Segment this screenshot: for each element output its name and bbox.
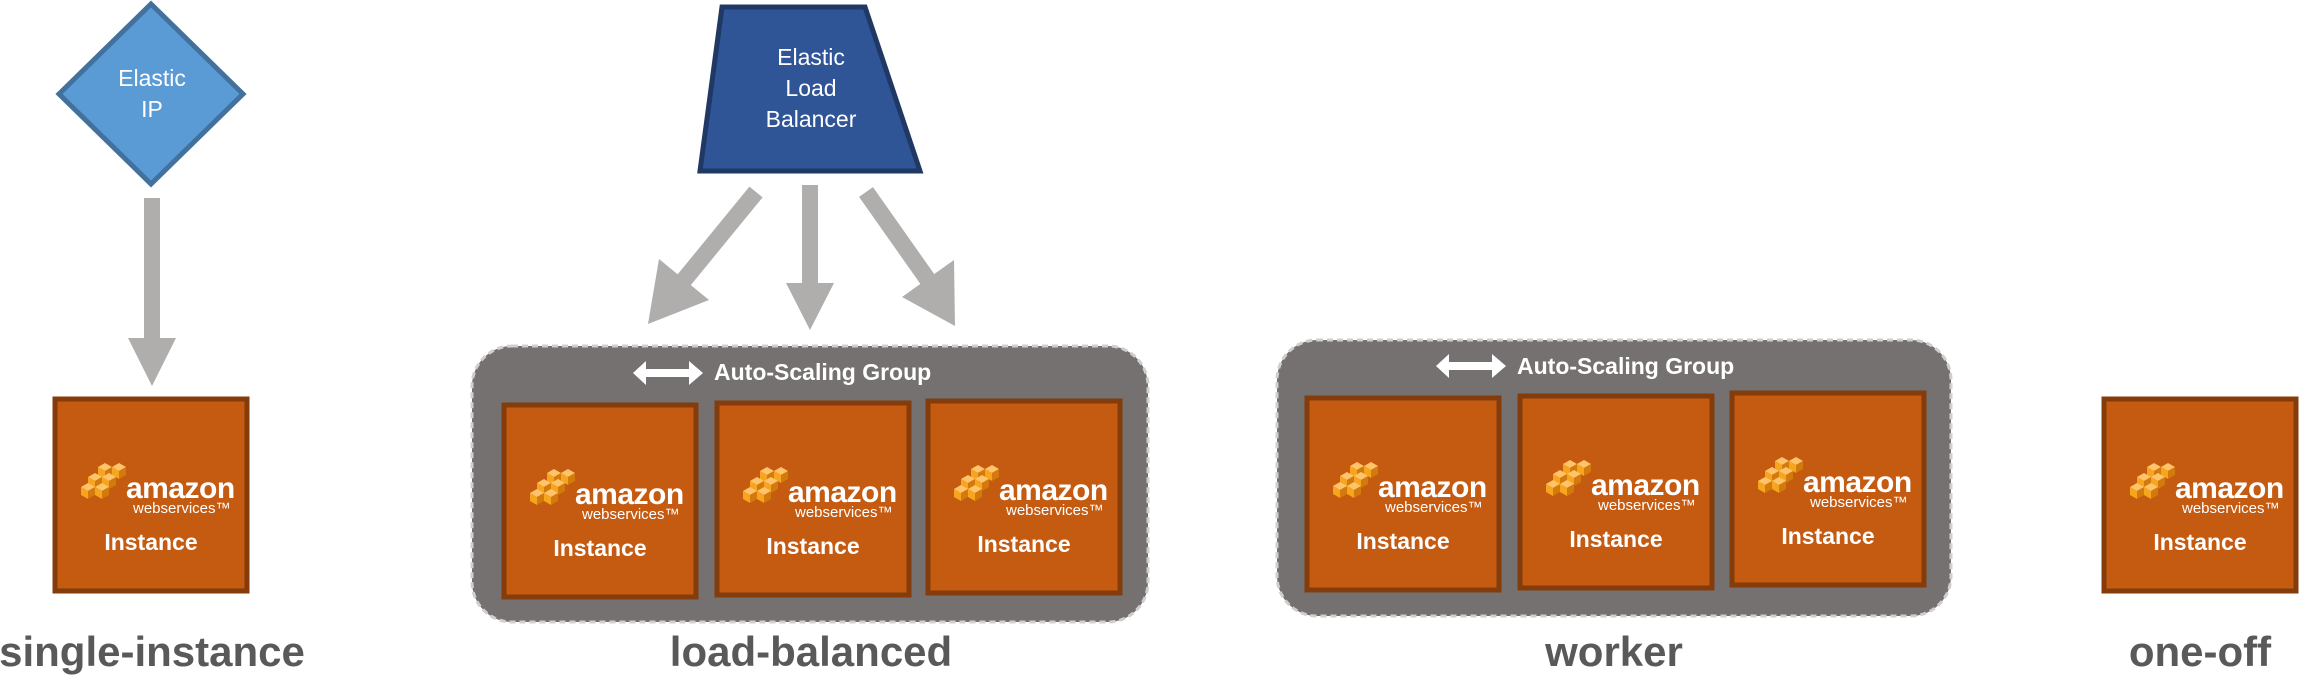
- aws-logo-word: amazon: [575, 478, 684, 511]
- worker-instance-2[interactable]: amazon webservices™ Instance: [1520, 396, 1712, 588]
- single-instance-tier: Elastic IP amazon webservices™ Instance …: [0, 0, 305, 675]
- aws-logo-sub: webservices™: [132, 500, 231, 517]
- double-arrow-icon: [633, 361, 703, 385]
- elastic-load-balancer-node[interactable]: Elastic Load Balancer: [697, 4, 924, 174]
- lb-instance-1[interactable]: amazon webservices™ Instance: [504, 405, 696, 597]
- worker-tier: Auto-Scaling Group amazon webservices™ I…: [1275, 338, 1953, 675]
- aws-logo-sub: webservices™: [794, 504, 893, 521]
- aws-logo-word: amazon: [126, 472, 235, 505]
- instance-label: Instance: [1356, 528, 1449, 554]
- asg-label: Auto-Scaling Group: [1517, 353, 1734, 379]
- aws-logo-word: amazon: [788, 476, 897, 509]
- auto-scaling-group-worker[interactable]: Auto-Scaling Group amazon webservices™ I…: [1275, 338, 1953, 618]
- aws-logo-word: amazon: [1378, 471, 1487, 504]
- aws-logo-sub: webservices™: [1005, 502, 1104, 519]
- lb-instance-2[interactable]: amazon webservices™ Instance: [717, 403, 909, 595]
- elastic-ip-label-line1: Elastic: [118, 65, 186, 91]
- one-off-tier: amazon webservices™ Instance one-off: [2104, 399, 2296, 675]
- elb-label-line2: Load: [785, 75, 836, 101]
- instance-label: Instance: [766, 533, 859, 559]
- tier-label-one-off: one-off: [2129, 628, 2272, 675]
- arrow-elb-right: [859, 187, 955, 326]
- aws-logo-word: amazon: [1803, 466, 1912, 499]
- tier-label-load-balanced: load-balanced: [670, 628, 952, 675]
- elb-label-line3: Balancer: [766, 106, 857, 132]
- aws-logo-sub: webservices™: [1384, 499, 1483, 516]
- worker-instance-3[interactable]: amazon webservices™ Instance: [1732, 393, 1924, 585]
- arrow-elb-center: [786, 185, 834, 330]
- double-arrow-icon: [1436, 354, 1506, 378]
- instance-label: Instance: [2153, 529, 2246, 555]
- aws-logo-sub: webservices™: [1809, 494, 1908, 511]
- instance-label: Instance: [1781, 523, 1874, 549]
- aws-logo-word: amazon: [2175, 472, 2284, 505]
- auto-scaling-group-load-balanced[interactable]: Auto-Scaling Group amazon webservices™ I…: [470, 344, 1150, 624]
- tier-label-worker: worker: [1544, 628, 1683, 675]
- elastic-ip-node[interactable]: Elastic IP: [55, 0, 247, 188]
- instance-label: Instance: [553, 535, 646, 561]
- single-instance-ec2[interactable]: amazon webservices™ Instance: [55, 399, 247, 591]
- tier-label-single-instance: single-instance: [0, 628, 305, 675]
- worker-instance-1[interactable]: amazon webservices™ Instance: [1307, 398, 1499, 590]
- one-off-instance[interactable]: amazon webservices™ Instance: [2104, 399, 2296, 591]
- aws-logo-word: amazon: [999, 474, 1108, 507]
- load-balanced-tier: Elastic Load Balancer Auto-Scaling Group…: [470, 4, 1150, 675]
- aws-logo-sub: webservices™: [1597, 497, 1696, 514]
- elb-label-line1: Elastic: [777, 44, 845, 70]
- instance-label: Instance: [1569, 526, 1662, 552]
- aws-logo-word: amazon: [1591, 469, 1700, 502]
- lb-instance-3[interactable]: amazon webservices™ Instance: [928, 401, 1120, 593]
- aws-logo-sub: webservices™: [2181, 500, 2280, 517]
- instance-label: Instance: [104, 529, 197, 555]
- asg-label: Auto-Scaling Group: [714, 359, 931, 385]
- arrow-elb-left: [648, 186, 763, 324]
- instance-label: Instance: [977, 531, 1070, 557]
- elastic-ip-label-line2: IP: [141, 96, 163, 122]
- arrow-ip-to-instance: [128, 198, 176, 386]
- aws-logo-sub: webservices™: [581, 506, 680, 523]
